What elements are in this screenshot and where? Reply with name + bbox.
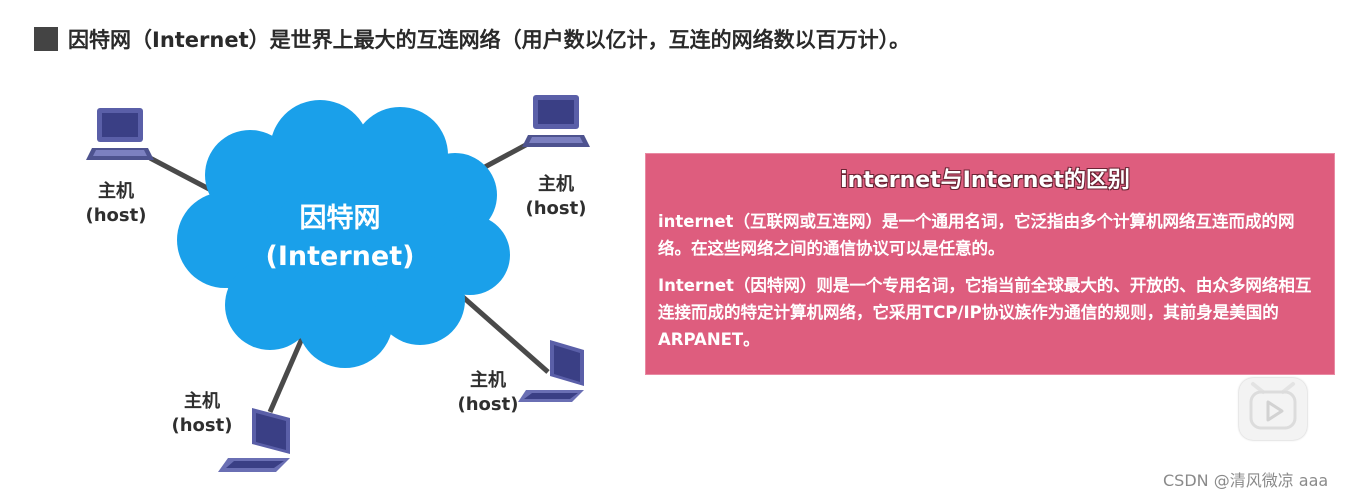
video-play-button[interactable] [1239,378,1307,440]
square-bullet-icon [34,27,58,51]
host-label-line2: (host) [171,415,233,436]
cloud-label-line2: (Internet) [265,241,415,272]
desktop-icon [86,108,154,160]
note-paragraph-Internet: Internet（因特网）则是一个专用名词，它指当前全球最大的、开放的、由众多网… [658,276,1312,349]
cloud-label-line1: 因特网 [299,203,381,234]
internet-vs-Internet-note: internet与Internet的区别 internet（互联网或互连网）是一… [645,153,1335,375]
cloud-label: 因特网 (Internet) [250,200,430,276]
host-label-line1: 主机 [470,370,506,391]
note-title: internet与Internet的区别 [840,168,1130,193]
internet-cloud [177,100,510,368]
heading-text: 因特网（Internet）是世界上最大的互连网络（用户数以亿计，互连的网络数以百… [68,28,911,52]
desktop-icon [522,95,590,147]
host-label-line2: (host) [525,198,587,219]
host-label-line1: 主机 [538,174,574,195]
host-label-line1: 主机 [98,181,134,202]
host-label: 主机 (host) [516,173,596,221]
host-label-line1: 主机 [184,391,220,412]
link-bottom-right [453,288,550,374]
play-icon [1249,382,1297,430]
host-label-line2: (host) [85,205,147,226]
host-label: 主机 (host) [76,180,156,228]
host-label: 主机 (host) [448,369,528,417]
laptop-icon [518,340,584,402]
host-label: 主机 (host) [162,390,242,438]
csdn-watermark: CSDN @清风微凉 aaa [1163,471,1329,490]
host-label-line2: (host) [457,394,519,415]
note-paragraph-internet: internet（互联网或互连网）是一个通用名词，它泛指由多个计算机网络互连而成… [658,212,1295,258]
laptop-icon [218,408,290,472]
slide-heading: 因特网（Internet）是世界上最大的互连网络（用户数以亿计，互连的网络数以百… [34,22,910,56]
